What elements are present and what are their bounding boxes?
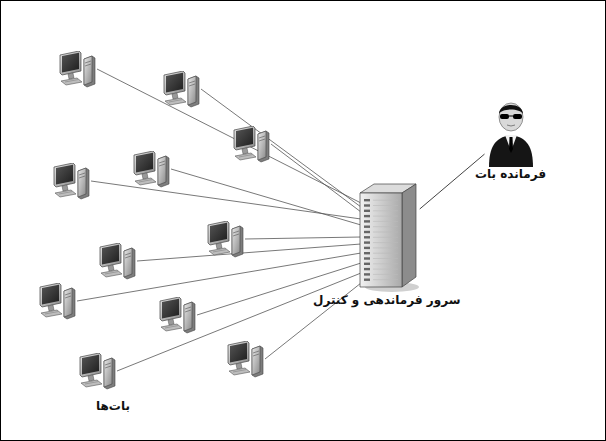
cc-server: سرور فرماندهی و کنترل [313,181,460,309]
bot-commander: فرمانده بات [475,97,546,183]
connector [420,154,485,209]
server-icon [354,181,420,293]
node-label: فرمانده بات [475,167,546,183]
person-icon [485,97,537,167]
node-label: سرور فرماندهی و کنترل [313,293,460,309]
group-label: بات‌ها [96,399,130,415]
